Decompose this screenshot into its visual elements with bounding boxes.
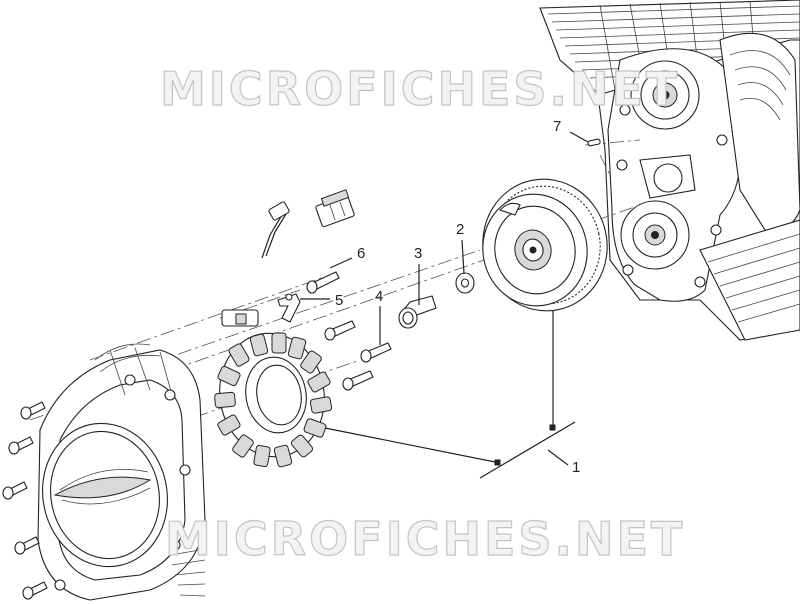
callout-2: 2: [456, 221, 464, 238]
flywheel-bolt: [398, 295, 437, 329]
wire-clamp: [277, 293, 301, 323]
callout-6: 6: [357, 245, 365, 262]
cylinder-fins-bottom: [699, 219, 800, 341]
stator-bolts: [324, 320, 392, 391]
watermark-layer: MICROFICHES.NET MICROFICHES.NET: [159, 61, 685, 566]
callout-labels: 1 2 3 4 5 6 7: [335, 118, 580, 476]
generator-cover: [37, 343, 206, 601]
engine-block: [539, 0, 800, 341]
callout-3: 3: [414, 245, 422, 262]
flywheel-rotor: [482, 178, 608, 312]
watermark-bottom: MICROFICHES.NET: [165, 512, 685, 566]
stator: [214, 332, 333, 468]
callout-1: 1: [572, 459, 580, 476]
watermark-top: MICROFICHES.NET: [160, 62, 680, 116]
stator-wiring-harness: [221, 189, 355, 327]
clamp-screw: [306, 271, 340, 294]
callout-4: 4: [375, 288, 383, 305]
cover-bolts: [2, 401, 48, 600]
callout-7: 7: [553, 118, 561, 135]
dowel-pin: [587, 138, 601, 147]
washer: [455, 272, 475, 294]
callout-5: 5: [335, 292, 343, 309]
wire-connector: [315, 189, 355, 228]
leader-lines: [300, 131, 589, 479]
